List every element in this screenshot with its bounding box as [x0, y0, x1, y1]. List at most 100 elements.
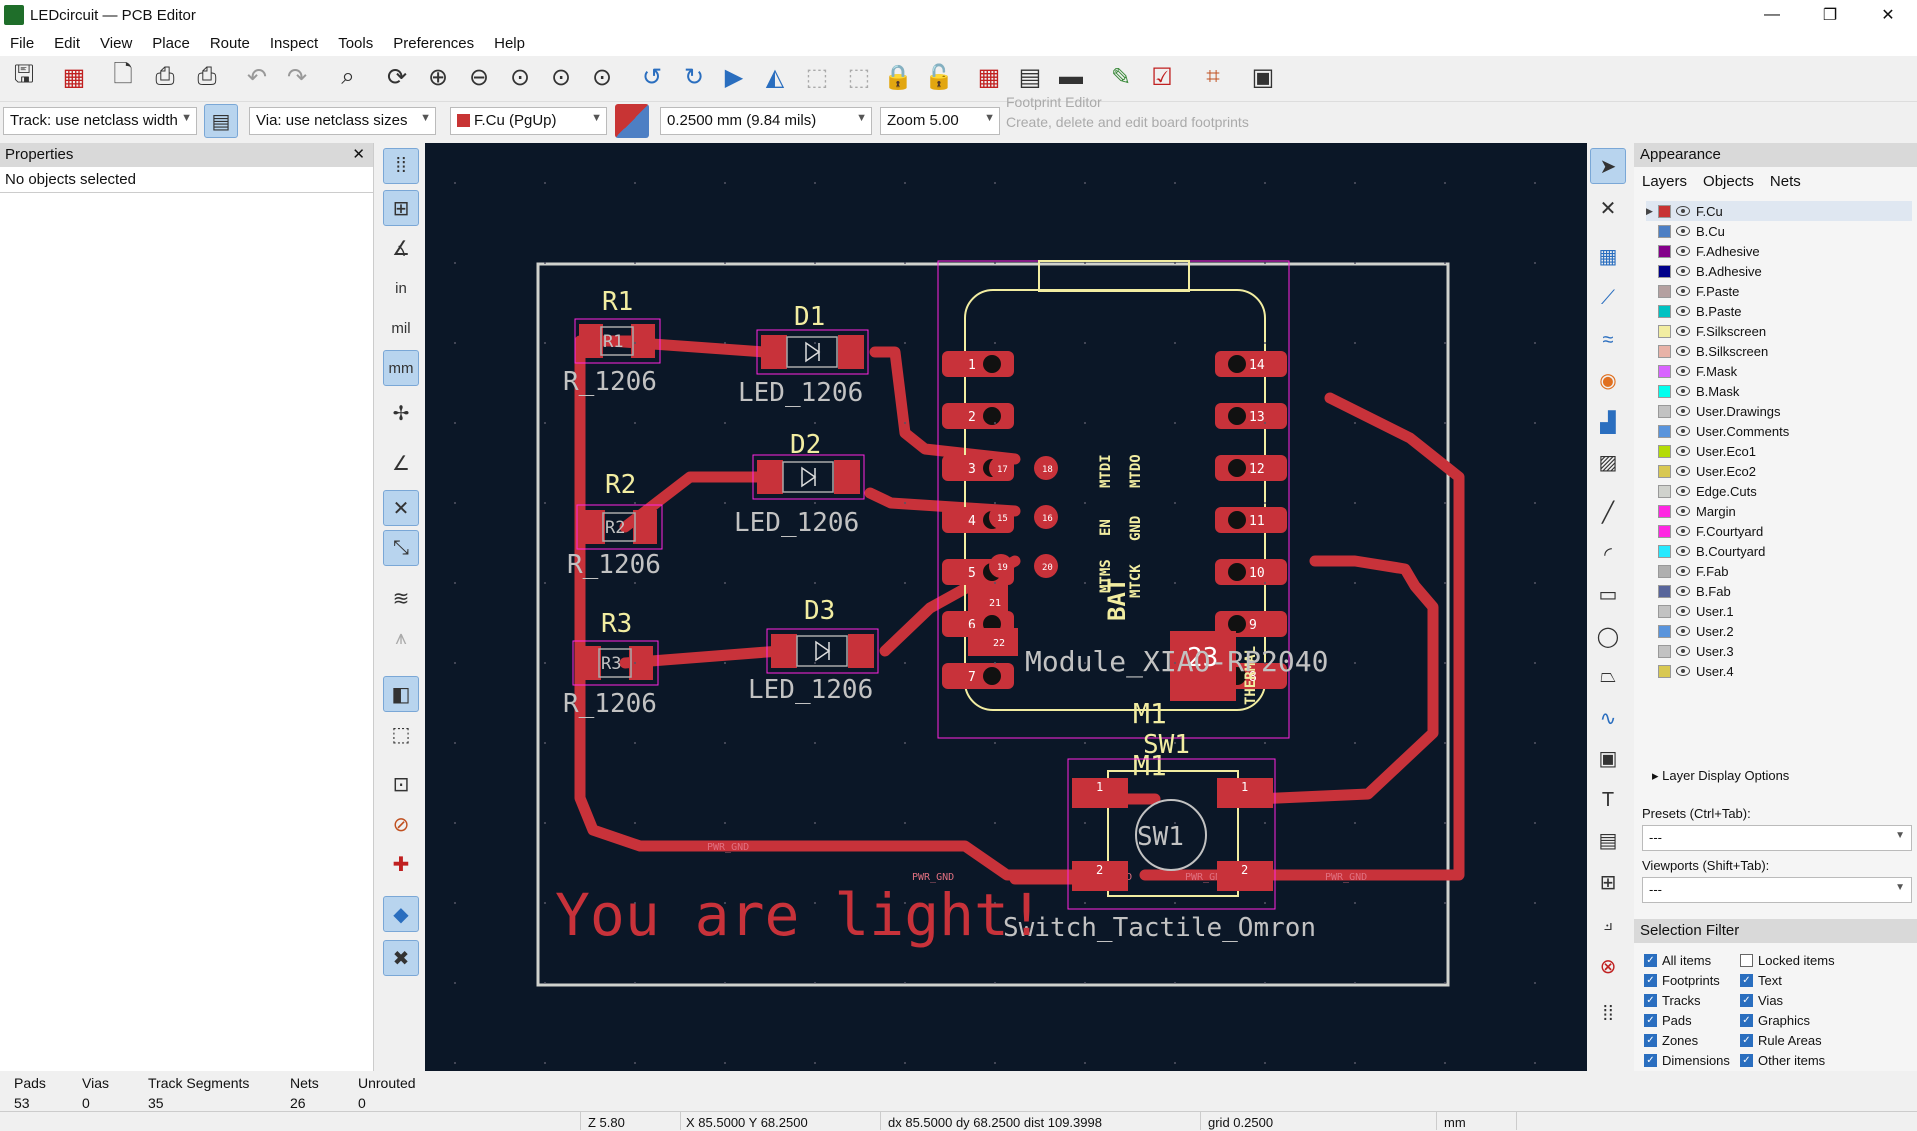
- add-footprint-icon[interactable]: ▦: [1598, 245, 1618, 268]
- layer-row[interactable]: B.Courtyard: [1646, 541, 1912, 561]
- resistor-r3[interactable]: R3 R3 R_1206: [563, 609, 659, 719]
- layer-color-swatch[interactable]: [1658, 464, 1671, 478]
- layer-color-swatch[interactable]: [1658, 224, 1671, 238]
- visibility-eye-icon[interactable]: [1676, 206, 1690, 216]
- layer-row[interactable]: B.Adhesive: [1646, 261, 1912, 281]
- select-arrow-icon[interactable]: ➤: [1590, 148, 1626, 184]
- redo-icon[interactable]: ↷: [286, 63, 308, 91]
- add-image-icon[interactable]: ▣: [1598, 747, 1618, 770]
- pad-21[interactable]: [968, 584, 1008, 612]
- scripting-icon[interactable]: ✎: [1110, 63, 1132, 91]
- rule-area-icon[interactable]: ▨: [1598, 451, 1618, 474]
- layer-row[interactable]: User.3: [1646, 641, 1912, 661]
- menu-inspect[interactable]: Inspect: [269, 34, 319, 52]
- tune-length-icon[interactable]: ≈: [1602, 328, 1614, 351]
- layer-color-swatch[interactable]: [1658, 424, 1671, 438]
- layer-color-swatch[interactable]: [1658, 524, 1671, 538]
- layer-color-swatch[interactable]: [1658, 284, 1671, 298]
- checkbox-box[interactable]: ✓: [1740, 1014, 1753, 1027]
- layer-row[interactable]: User.Eco2: [1646, 461, 1912, 481]
- checkbox-box[interactable]: ✓: [1740, 1054, 1753, 1067]
- layer-color-swatch[interactable]: [1658, 344, 1671, 358]
- layer-color-swatch[interactable]: [1658, 504, 1671, 518]
- footprint-browser-icon[interactable]: ▬: [1059, 63, 1083, 90]
- layer-color-swatch[interactable]: [1658, 384, 1671, 398]
- selection-filter-checkbox[interactable]: ✓Graphics: [1740, 1013, 1810, 1028]
- console-icon[interactable]: ▣: [1251, 63, 1275, 91]
- auto-width-icon[interactable]: ▤: [204, 104, 238, 138]
- layer-row[interactable]: ▶F.Cu: [1646, 201, 1912, 221]
- visibility-eye-icon[interactable]: [1676, 566, 1690, 576]
- netlist-update-icon[interactable]: ▦: [977, 63, 1001, 91]
- mm-units-icon[interactable]: mm: [383, 350, 419, 386]
- layer-select[interactable]: F.Cu (PgUp) ▼: [450, 107, 607, 135]
- pad-20[interactable]: [1034, 554, 1058, 578]
- net-color-icon[interactable]: ✚: [392, 853, 410, 876]
- layer-color-swatch[interactable]: [1658, 404, 1671, 418]
- draw-polygon-icon[interactable]: ⏢: [1600, 664, 1616, 687]
- module-pad[interactable]: [942, 663, 1014, 689]
- layer-row[interactable]: B.Cu: [1646, 221, 1912, 241]
- zoom-select[interactable]: Zoom 5.00 ▼: [880, 107, 1000, 135]
- led-d1[interactable]: D1 LED_1206: [738, 302, 869, 408]
- visibility-eye-icon[interactable]: [1676, 346, 1690, 356]
- layer-row[interactable]: User.4: [1646, 661, 1912, 681]
- maximize-button[interactable]: ❐: [1822, 7, 1838, 24]
- via-outline-icon[interactable]: ⬚: [391, 723, 411, 746]
- led-d3[interactable]: D3 LED_1206: [748, 596, 879, 705]
- layer-color-swatch[interactable]: [1658, 444, 1671, 458]
- angle-snap-icon[interactable]: ∠: [392, 452, 410, 475]
- delete-tool-icon[interactable]: ⊗: [1599, 955, 1617, 978]
- menu-help[interactable]: Help: [494, 34, 525, 52]
- plot-icon[interactable]: ⎙: [197, 63, 217, 90]
- selection-filter-checkbox[interactable]: Locked items: [1740, 953, 1835, 968]
- unlock-icon[interactable]: 🔓: [924, 63, 954, 91]
- layer-row[interactable]: B.Paste: [1646, 301, 1912, 321]
- visibility-eye-icon[interactable]: [1676, 286, 1690, 296]
- route-track-icon[interactable]: ⟋: [1601, 286, 1615, 309]
- checkbox-box[interactable]: ✓: [1644, 1034, 1657, 1047]
- resistor-r1[interactable]: R1 R1 R_1206: [563, 287, 661, 397]
- menu-view[interactable]: View: [100, 34, 133, 52]
- visibility-eye-icon[interactable]: [1676, 266, 1690, 276]
- resistor-r2[interactable]: R2 R2 R_1206: [567, 470, 663, 580]
- close-window-button[interactable]: ✕: [1881, 7, 1895, 24]
- selection-filter-checkbox[interactable]: ✓Rule Areas: [1740, 1033, 1822, 1048]
- zoom-fit-icon[interactable]: ⊙: [509, 63, 531, 91]
- layer-row[interactable]: B.Fab: [1646, 581, 1912, 601]
- layer-pair-icon[interactable]: [615, 104, 649, 138]
- menu-route[interactable]: Route: [209, 34, 250, 52]
- pad-19[interactable]: [989, 554, 1013, 578]
- layer-color-swatch[interactable]: [1658, 584, 1671, 598]
- zoom-in-icon[interactable]: ⊕: [427, 63, 449, 91]
- grid-dots-icon[interactable]: ⁞⁞: [383, 148, 419, 184]
- selection-filter-checkbox[interactable]: ✓Footprints: [1644, 973, 1720, 988]
- footprint-editor-icon[interactable]: ▤: [1018, 63, 1042, 91]
- selection-filter-checkbox[interactable]: ✓Pads: [1644, 1013, 1692, 1028]
- draw-line-icon[interactable]: ╱: [1601, 501, 1615, 524]
- board-setup-icon[interactable]: ▦: [62, 63, 86, 91]
- visibility-eye-icon[interactable]: [1676, 546, 1690, 556]
- layer-display-options-toggle[interactable]: ▸ Layer Display Options: [1652, 768, 1790, 783]
- layer-color-swatch[interactable]: [1658, 264, 1671, 278]
- pcb-canvas[interactable]: PWR_GND PWR_GND PWR_GND PWR_GND PWR_GND …: [425, 143, 1587, 1071]
- visibility-eye-icon[interactable]: [1676, 606, 1690, 616]
- minimize-button[interactable]: —: [1764, 6, 1780, 23]
- undo-icon[interactable]: ↶: [246, 63, 268, 91]
- add-table-icon[interactable]: ⊞: [1599, 871, 1617, 894]
- visibility-eye-icon[interactable]: [1676, 526, 1690, 536]
- visibility-eye-icon[interactable]: [1676, 446, 1690, 456]
- print-icon[interactable]: ⎙: [155, 63, 175, 90]
- layer-row[interactable]: Edge.Cuts: [1646, 481, 1912, 501]
- draw-circle-icon[interactable]: ◯: [1596, 625, 1620, 648]
- rotate-cw-icon[interactable]: ↻: [683, 63, 705, 91]
- add-zone-icon[interactable]: ▟: [1600, 411, 1616, 434]
- presets-select[interactable]: --- ▼: [1642, 825, 1912, 851]
- layer-row[interactable]: F.Mask: [1646, 361, 1912, 381]
- visibility-eye-icon[interactable]: [1676, 326, 1690, 336]
- menu-place[interactable]: Place: [152, 34, 190, 52]
- cursor-crosshair-icon[interactable]: ✢: [392, 402, 410, 425]
- via-size-select[interactable]: Via: use netclass sizes ▼: [249, 107, 436, 135]
- visibility-eye-icon[interactable]: [1676, 466, 1690, 476]
- zoom-selection-icon[interactable]: ⊙: [591, 63, 613, 91]
